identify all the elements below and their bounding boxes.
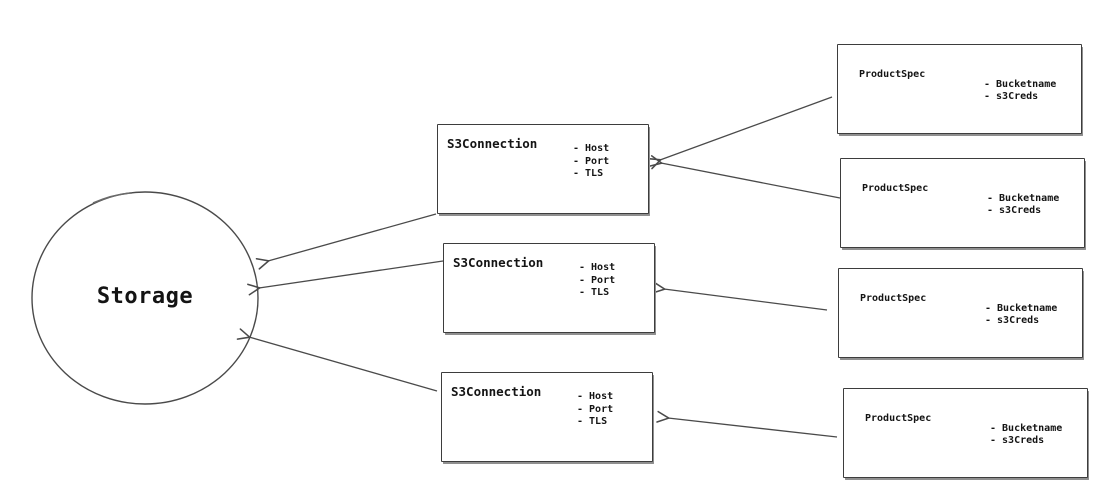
attribute-s3creds: - s3Creds: [984, 90, 1039, 102]
storage-circle[interactable]: [31, 191, 259, 405]
node-attributes: - Bucketname - s3Creds: [984, 79, 1056, 102]
attribute-s3creds: - s3Creds: [985, 314, 1040, 326]
node-title: S3Connection: [451, 384, 542, 399]
attribute-s3creds: - s3Creds: [987, 204, 1042, 216]
productspec-node-4[interactable]: ProductSpec - Bucketname - s3Creds: [843, 388, 1088, 478]
attribute-port: - Port: [577, 403, 614, 415]
storage-circle-sketch-overlap: [92, 192, 133, 204]
storage-node-label: Storage: [96, 284, 194, 309]
attribute-port: - Port: [573, 155, 610, 167]
node-attributes: - Bucketname - s3Creds: [987, 193, 1059, 216]
arrow-productspec4-to-s3connection3[interactable]: [656, 410, 838, 438]
node-attributes: - Bucketname - s3Creds: [985, 303, 1057, 326]
node-attributes: - Bucketname - s3Creds: [990, 423, 1062, 446]
node-title: S3Connection: [447, 136, 538, 151]
attribute-tls: - TLS: [573, 168, 604, 179]
attribute-port: - Port: [579, 274, 616, 286]
node-attributes: - Host - Port - TLS: [579, 262, 615, 300]
productspec-node-3[interactable]: ProductSpec - Bucketname - s3Creds: [838, 268, 1083, 358]
productspec-node-2[interactable]: ProductSpec - Bucketname - s3Creds: [840, 158, 1085, 248]
node-attributes: - Host - Port - TLS: [573, 143, 609, 181]
attribute-bucketname: - Bucketname: [987, 193, 1060, 204]
node-title: ProductSpec: [859, 69, 926, 80]
attribute-tls: - TLS: [577, 416, 608, 427]
s3connection-node-1[interactable]: S3Connection - Host - Port - TLS: [437, 124, 649, 214]
attribute-bucketname: - Bucketname: [990, 423, 1063, 434]
arrow-s3connection2-to-storage[interactable]: [247, 260, 444, 296]
arrow-productspec2-to-s3connection1[interactable]: [648, 155, 841, 199]
node-title: S3Connection: [453, 255, 544, 270]
node-title: ProductSpec: [865, 413, 932, 424]
arrow-s3connection3-to-storage[interactable]: [236, 328, 438, 392]
attribute-bucketname: - Bucketname: [985, 303, 1058, 314]
arrow-productspec1-to-s3connection1[interactable]: [647, 96, 833, 170]
arrow-productspec3-to-s3connection2[interactable]: [652, 281, 828, 311]
attribute-host: - Host: [579, 262, 616, 273]
attribute-host: - Host: [573, 143, 610, 154]
attribute-host: - Host: [577, 391, 614, 402]
node-title: ProductSpec: [862, 183, 929, 194]
attribute-tls: - TLS: [579, 287, 610, 298]
arrow-s3connection1-to-storage[interactable]: [255, 213, 437, 270]
attribute-bucketname: - Bucketname: [984, 79, 1057, 90]
attribute-s3creds: - s3Creds: [990, 434, 1045, 446]
s3connection-node-2[interactable]: S3Connection - Host - Port - TLS: [443, 243, 655, 333]
node-attributes: - Host - Port - TLS: [577, 391, 613, 429]
node-title: ProductSpec: [860, 293, 927, 304]
s3connection-node-3[interactable]: S3Connection - Host - Port - TLS: [441, 372, 653, 462]
productspec-node-1[interactable]: ProductSpec - Bucketname - s3Creds: [837, 44, 1082, 134]
